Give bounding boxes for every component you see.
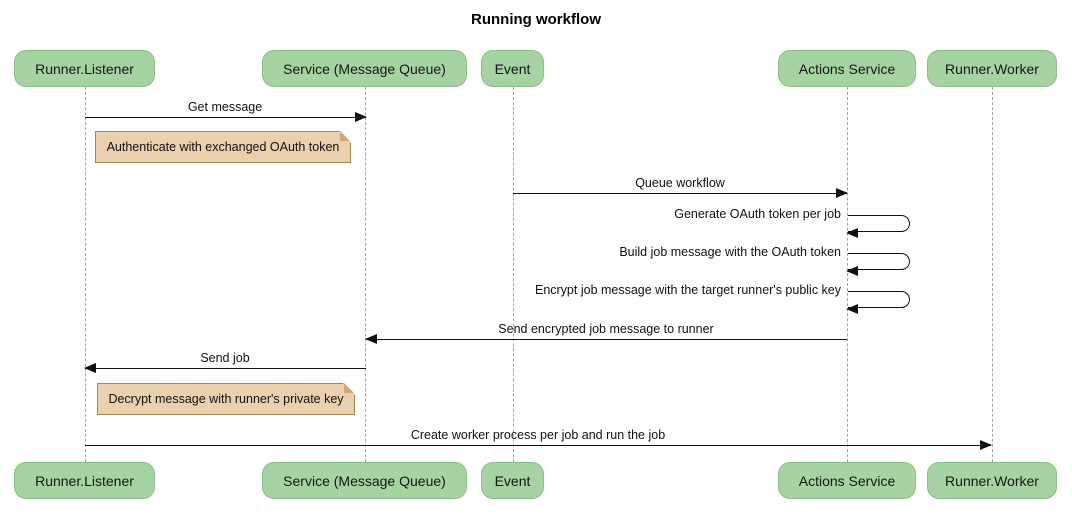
self-message-loop bbox=[846, 291, 910, 314]
actor-service-message-queue-top: Service (Message Queue) bbox=[262, 50, 467, 87]
lifeline-service-message-queue bbox=[364, 87, 366, 462]
self-message-label: Build job message with the OAuth token bbox=[619, 245, 841, 259]
message-arrow bbox=[84, 362, 366, 373]
arrowhead-left-icon bbox=[846, 228, 858, 238]
actor-event-bottom: Event bbox=[481, 462, 544, 499]
message-label: Queue workflow bbox=[635, 176, 725, 190]
self-message-label: Encrypt job message with the target runn… bbox=[534, 283, 841, 297]
actor-event-top: Event bbox=[481, 50, 544, 87]
message-arrow bbox=[365, 333, 847, 344]
self-message-label: Generate OAuth token per job bbox=[674, 207, 841, 221]
arrowhead-left-icon bbox=[846, 304, 858, 314]
message-arrow bbox=[85, 439, 992, 450]
arrowhead-right-icon bbox=[836, 187, 848, 198]
arrowhead-left-icon bbox=[846, 266, 858, 276]
note-label: Decrypt message with runner's private ke… bbox=[108, 392, 344, 406]
note-fold-flap-icon bbox=[344, 383, 354, 393]
arrowhead-left-icon bbox=[365, 333, 377, 344]
actor-actions-service-bottom: Actions Service bbox=[778, 462, 916, 499]
lifeline-runner-listener bbox=[84, 87, 86, 462]
message-arrow bbox=[85, 111, 367, 122]
message-label: Get message bbox=[187, 100, 263, 114]
arrowhead-right-icon bbox=[355, 111, 367, 122]
actor-runner-listener-bottom: Runner.Listener bbox=[14, 462, 155, 499]
lifeline-event bbox=[512, 87, 514, 462]
message-label: Send encrypted job message to runner bbox=[498, 322, 714, 336]
note-label: Authenticate with exchanged OAuth token bbox=[106, 140, 340, 154]
diagram-title: Running workflow bbox=[471, 11, 601, 28]
note-fold-flap-icon bbox=[340, 131, 350, 141]
note: Authenticate with exchanged OAuth token bbox=[95, 130, 352, 163]
message-arrow bbox=[513, 187, 848, 198]
self-message-loop bbox=[846, 253, 910, 276]
self-message-loop bbox=[846, 215, 910, 238]
actor-service-message-queue-bottom: Service (Message Queue) bbox=[262, 462, 467, 499]
actor-runner-worker-top: Runner.Worker bbox=[927, 50, 1057, 87]
lifeline-runner-worker bbox=[992, 87, 993, 462]
message-label: Send job bbox=[200, 351, 250, 365]
actor-runner-listener-top: Runner.Listener bbox=[14, 50, 155, 87]
arrowhead-left-icon bbox=[84, 362, 96, 373]
actor-runner-worker-bottom: Runner.Worker bbox=[927, 462, 1057, 499]
message-label: Create worker process per job and run th… bbox=[410, 428, 666, 442]
actor-actions-service-top: Actions Service bbox=[778, 50, 916, 87]
note: Decrypt message with runner's private ke… bbox=[97, 382, 356, 415]
arrowhead-right-icon bbox=[980, 439, 992, 450]
